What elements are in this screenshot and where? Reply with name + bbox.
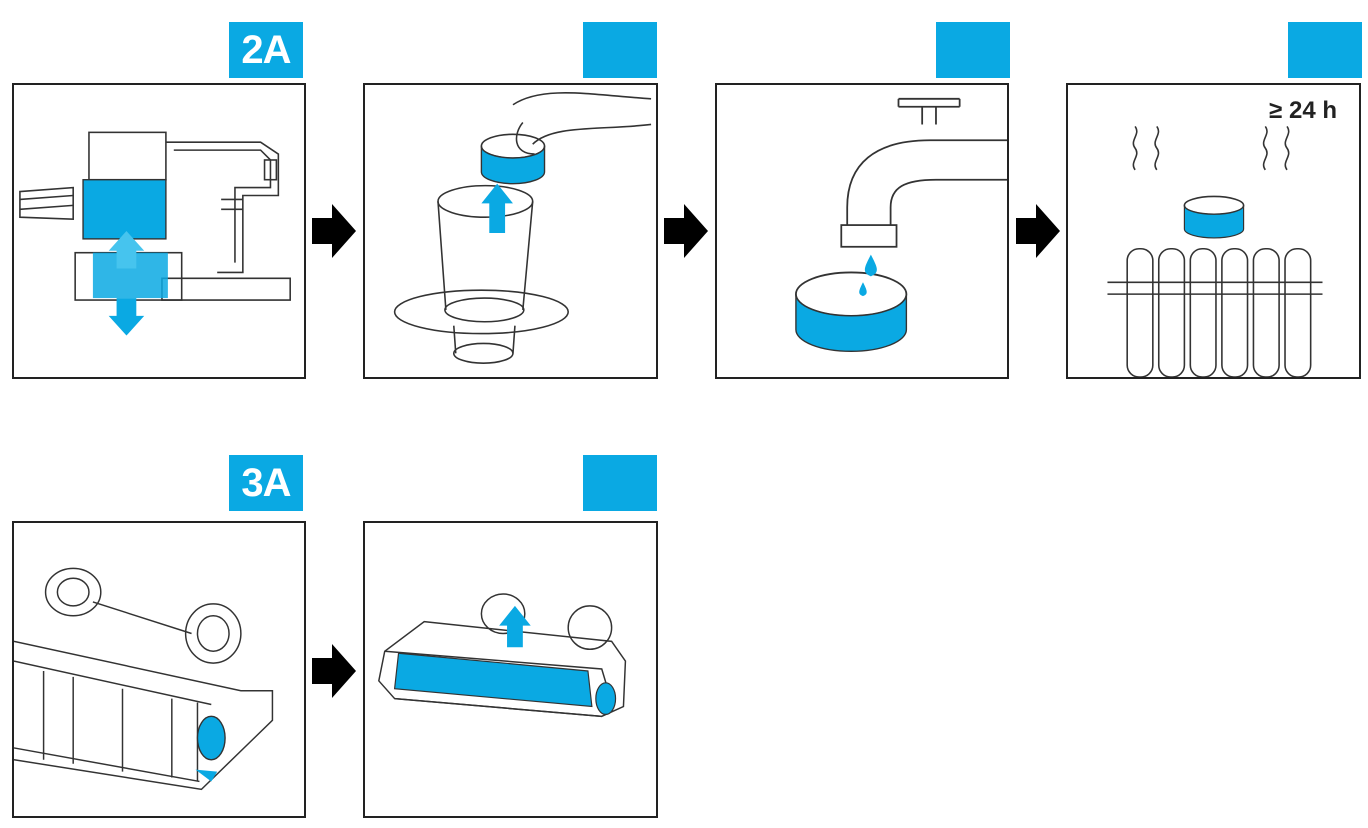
step-tag-3b [583, 455, 657, 511]
filter-rinse-tap-icon [795, 97, 1007, 352]
drying-duration-label: ≥ 24 h [1269, 97, 1337, 124]
filter-dry-radiator-icon [1107, 125, 1323, 377]
right-arrow-icon [664, 204, 708, 258]
vacuum-handheld-dustbin-icon [19, 131, 291, 336]
panel-filter-rinse [715, 83, 1009, 379]
panel-brush-roll-removal [363, 521, 658, 818]
filter-removal-icon [393, 92, 652, 364]
brush-roll-removal-icon [378, 593, 627, 718]
step-tag-2a: 2A [229, 22, 303, 78]
right-arrow-icon [1016, 204, 1060, 258]
step-tag-2c [936, 22, 1010, 78]
right-arrow-icon [312, 204, 356, 258]
step-tag-2b [583, 22, 657, 78]
panel-filter-dry: ≥ 24 h [1066, 83, 1361, 379]
floor-brush-head-icon [14, 567, 274, 791]
step-tag-3a: 3A [229, 455, 303, 511]
panel-filter-removal [363, 83, 658, 379]
step-tag-2d [1288, 22, 1362, 78]
right-arrow-icon [312, 644, 356, 698]
panel-vacuum-dustbin [12, 83, 306, 379]
panel-floor-brush [12, 521, 306, 818]
